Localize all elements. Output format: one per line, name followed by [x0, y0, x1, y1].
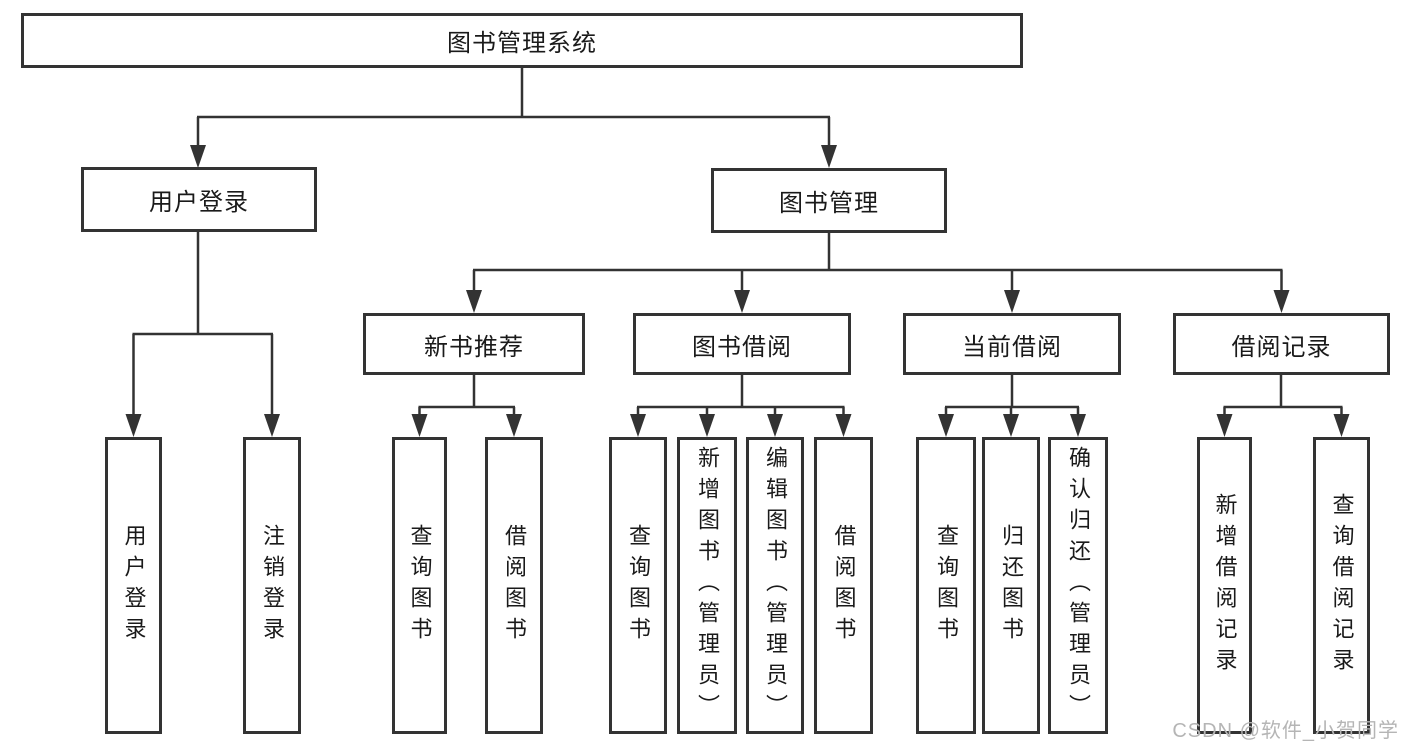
leaf-edit-books-admin-label: 编辑图书（管理员） — [763, 446, 788, 725]
arrowhead-icon — [699, 414, 715, 437]
leaf-query-borrow-record: 查询借阅记录 — [1313, 437, 1370, 734]
arrowhead-icon — [767, 414, 783, 437]
arrowhead-icon — [125, 414, 142, 437]
arrowhead-icon — [1273, 290, 1290, 313]
connector-borrow-records-branch — [1223, 375, 1343, 420]
arrowhead-icon — [1333, 414, 1350, 437]
arrowhead-icon — [264, 414, 280, 437]
leaf-confirm-return-admin: 确认归还（管理员） — [1048, 437, 1108, 734]
connector-book-management-branch — [472, 233, 1283, 296]
leaf-user-login-label: 用户登录 — [121, 523, 147, 648]
node-user-login-label: 用户登录 — [149, 189, 249, 216]
connector-book-borrow-branch — [636, 375, 845, 420]
node-user-login: 用户登录 — [81, 167, 317, 232]
leaf-borrow-books: 借阅图书 — [814, 437, 873, 734]
csdn-watermark: CSDN @软件_小贺同学 — [1172, 720, 1399, 742]
node-book-borrowing-label: 图书借阅 — [692, 333, 792, 361]
node-borrowing-records: 借阅记录 — [1173, 313, 1390, 375]
leaf-user-login: 用户登录 — [105, 437, 162, 734]
node-borrowing-records-label: 借阅记录 — [1231, 333, 1332, 361]
leaf-borrow-books-recommend-label: 借阅图书 — [502, 523, 527, 648]
node-book-management-label: 图书管理 — [779, 190, 879, 217]
leaf-query-books-borrow: 查询图书 — [609, 437, 667, 734]
leaf-query-books-recommend: 查询图书 — [392, 437, 447, 734]
leaf-query-books-current: 查询图书 — [916, 437, 976, 734]
leaf-borrow-books-recommend: 借阅图书 — [485, 437, 543, 734]
arrowhead-icon — [1216, 414, 1233, 437]
leaf-add-borrow-record: 新增借阅记录 — [1197, 437, 1252, 734]
node-current-borrowing-label: 当前借阅 — [962, 333, 1062, 361]
node-book-borrowing: 图书借阅 — [633, 313, 851, 375]
arrowhead-icon — [190, 145, 206, 168]
leaf-add-books-admin: 新增图书（管理员） — [677, 437, 737, 734]
leaf-edit-books-admin: 编辑图书（管理员） — [746, 437, 804, 734]
node-book-management: 图书管理 — [711, 168, 947, 233]
leaf-logout-label: 注销登录 — [260, 523, 285, 648]
arrowhead-icon — [1003, 414, 1019, 437]
leaf-query-borrow-record-label: 查询借阅记录 — [1329, 492, 1355, 679]
connector-current-borrow-branch — [944, 375, 1080, 420]
arrowhead-icon — [506, 414, 522, 437]
leaf-return-books: 归还图书 — [982, 437, 1040, 734]
connector-user-login-branch — [132, 232, 274, 420]
leaf-query-books-recommend-label: 查询图书 — [407, 523, 433, 648]
leaf-borrow-books-label: 借阅图书 — [831, 523, 857, 648]
node-current-borrowing: 当前借阅 — [903, 313, 1121, 375]
leaf-confirm-return-admin-label: 确认归还（管理员） — [1066, 446, 1091, 725]
arrowhead-icon — [835, 414, 852, 437]
node-library-system-label: 图书管理系统 — [447, 30, 597, 57]
leaf-logout: 注销登录 — [243, 437, 301, 734]
arrowhead-icon — [821, 145, 837, 168]
arrowhead-icon — [938, 414, 954, 437]
arrowhead-icon — [630, 414, 646, 437]
leaf-query-books-current-label: 查询图书 — [934, 523, 959, 648]
arrowhead-icon — [466, 290, 482, 313]
node-new-book-recommendation: 新书推荐 — [363, 313, 585, 375]
arrowhead-icon — [411, 414, 428, 437]
node-new-book-recommendation-label: 新书推荐 — [424, 333, 524, 361]
leaf-query-books-borrow-label: 查询图书 — [626, 523, 651, 648]
leaf-add-borrow-record-label: 新增借阅记录 — [1212, 492, 1238, 679]
arrowhead-icon — [734, 290, 750, 313]
arrowhead-icon — [1004, 290, 1020, 313]
connector-root — [196, 68, 831, 150]
node-library-system: 图书管理系统 — [21, 13, 1023, 68]
leaf-return-books-label: 归还图书 — [999, 523, 1024, 648]
arrowhead-icon — [1070, 414, 1086, 437]
leaf-add-books-admin-label: 新增图书（管理员） — [695, 446, 720, 725]
connector-new-book-branch — [418, 375, 516, 420]
